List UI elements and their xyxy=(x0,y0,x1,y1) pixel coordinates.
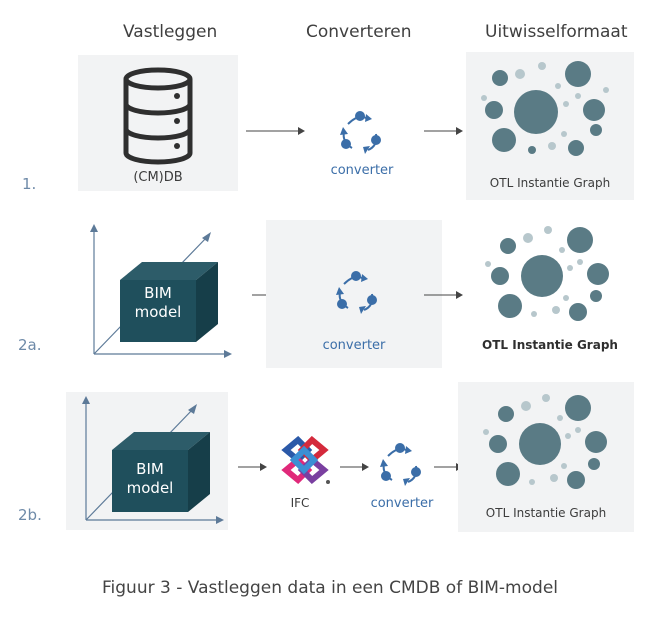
panel-converter-2a xyxy=(266,220,442,368)
row-label-2a: 2a. xyxy=(18,336,42,354)
figure-caption: Figuur 3 - Vastleggen data in een CMDB o… xyxy=(102,578,558,598)
graph-icon xyxy=(481,61,609,156)
arrow-right-icon xyxy=(246,127,305,135)
panel-bim-2b xyxy=(66,392,228,530)
header-vastleggen: Vastleggen xyxy=(123,22,218,42)
converter-label-2b: converter xyxy=(370,496,434,511)
ifc-logo-icon xyxy=(281,436,330,485)
ifc-label: IFC xyxy=(290,496,310,510)
header-converteren: Converteren xyxy=(306,22,412,42)
bim-cube-icon xyxy=(82,396,224,524)
converter-cycle-icon xyxy=(336,271,377,314)
header-uitwisselformaat: Uitwisselformaat xyxy=(485,22,628,42)
arrow-right-icon xyxy=(424,291,463,299)
graph-icon xyxy=(483,394,607,489)
row-label-1: 1. xyxy=(22,175,37,193)
arrow-right-icon xyxy=(424,127,463,135)
converter-cycle-icon xyxy=(340,111,381,154)
arrow-right-icon xyxy=(238,463,267,471)
converter-cycle-icon xyxy=(380,443,421,486)
panel-cmdb xyxy=(78,55,238,191)
row-label-2b: 2b. xyxy=(18,506,42,524)
source-label-bim-2a: BIM model xyxy=(134,284,182,321)
panel-graph-1 xyxy=(466,52,634,200)
source-label-cmdb: (CM)DB xyxy=(133,170,183,185)
converter-label-2a: converter xyxy=(322,338,386,353)
target-label-2b: OTL Instantie Graph xyxy=(485,506,607,520)
panel-graph-2b xyxy=(458,382,634,532)
bim-cube-icon xyxy=(90,224,232,358)
converter-label-1: converter xyxy=(330,163,394,178)
arrow-right-icon xyxy=(340,463,369,471)
database-icon xyxy=(123,67,193,165)
graph-icon xyxy=(485,226,609,321)
source-label-bim-2b: BIM model xyxy=(126,460,174,497)
target-label-1: OTL Instantie Graph xyxy=(489,176,611,190)
target-label-2a: OTL Instantie Graph xyxy=(482,338,618,352)
